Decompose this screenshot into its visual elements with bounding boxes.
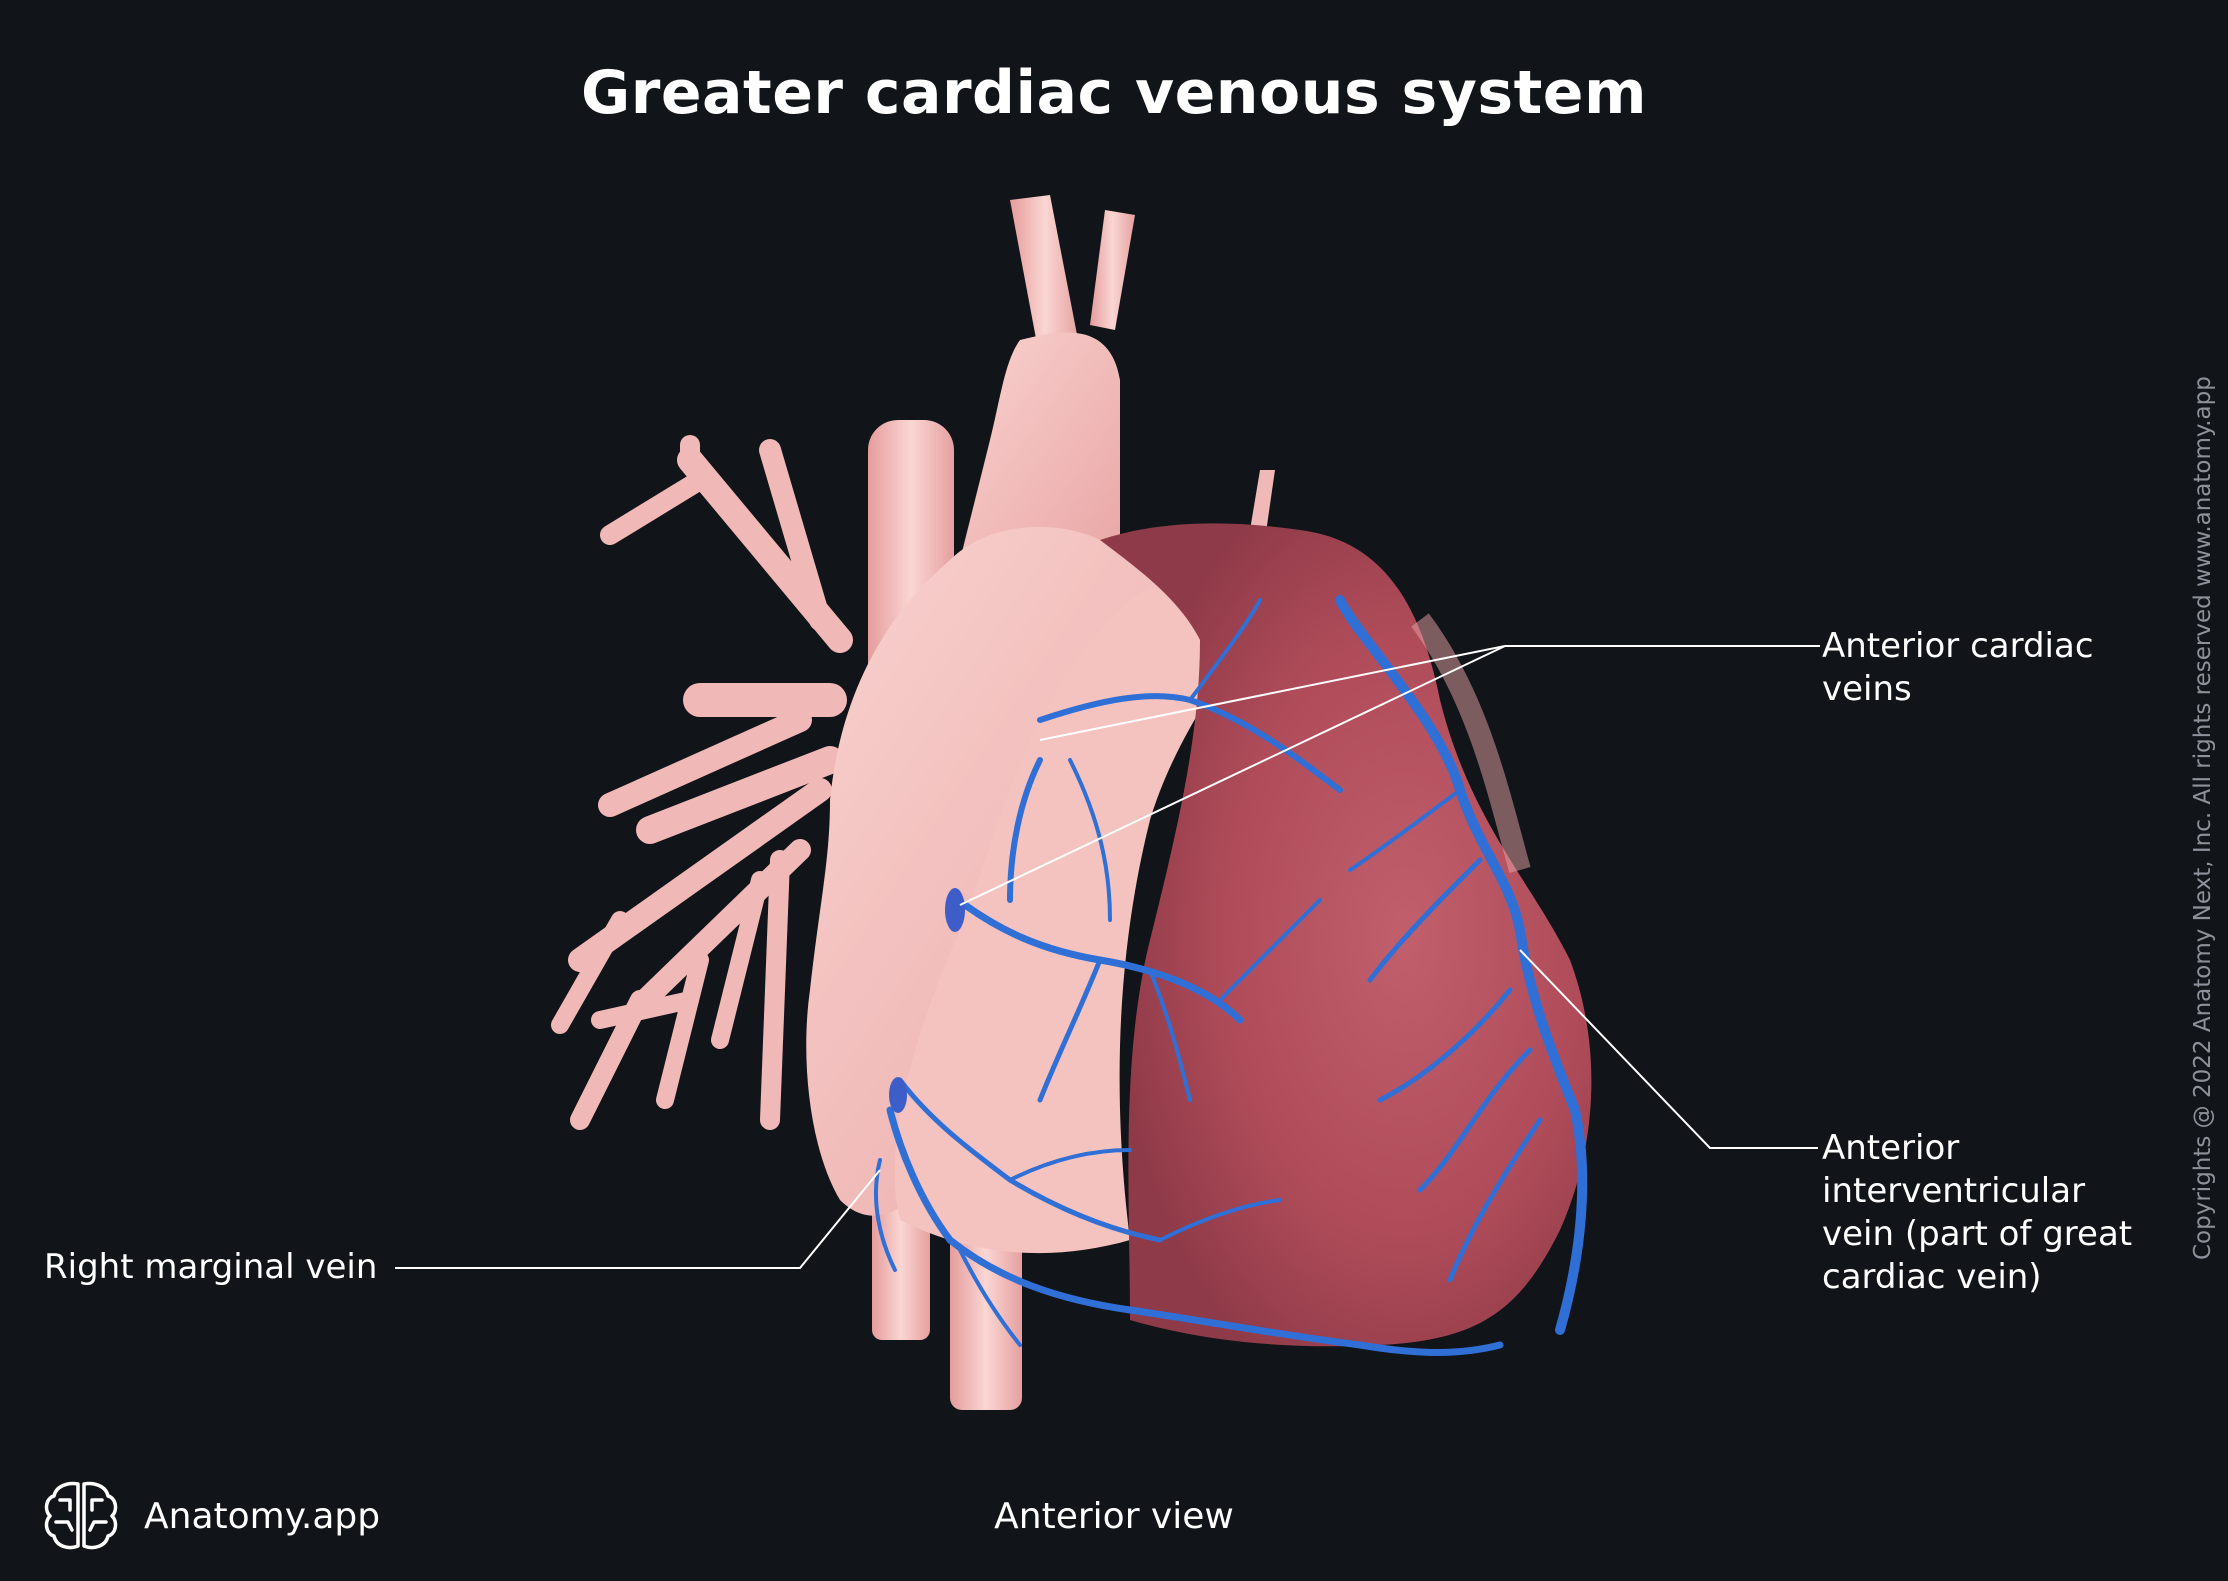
- brain-logo-icon: [44, 1481, 118, 1550]
- label-line: Anterior: [1822, 1128, 1960, 1168]
- label-line: cardiac vein): [1822, 1257, 2042, 1297]
- label-line: interventricular: [1822, 1171, 2086, 1211]
- leader-lines: [395, 645, 1820, 1269]
- vein-opening-lower: [889, 1077, 907, 1113]
- label-line: vein (part of great: [1822, 1214, 2133, 1254]
- inferior-vessel: [872, 1190, 930, 1340]
- label-line: Right marginal vein: [44, 1247, 378, 1287]
- page-title: Greater cardiac venous system: [581, 58, 1647, 128]
- right-ventricle: [894, 560, 1300, 1254]
- brand-name: Anatomy.app: [144, 1496, 381, 1537]
- view-label: Anterior view: [994, 1496, 1234, 1537]
- leader-anterior-cardiac-lower: [959, 645, 1506, 906]
- label-right-marginal-vein: Right marginal vein: [44, 1246, 377, 1289]
- leader-right-marginal: [395, 1169, 881, 1269]
- label-line: Anterior cardiac: [1822, 626, 2094, 666]
- leader-anterior-interventricular: [1519, 949, 1818, 1149]
- label-anterior-interventricular-vein: Anterior interventricular vein (part of …: [1822, 1127, 2132, 1299]
- left-ventricle: [1100, 523, 1592, 1347]
- label-line: veins: [1822, 669, 1912, 709]
- cardiac-veins: [873, 595, 1588, 1356]
- copyright-notice: Copyrights @ 2022 Anatomy Next, Inc. All…: [2190, 376, 2216, 1260]
- vein-opening-upper: [945, 888, 965, 932]
- pulmonary-vessels: [551, 435, 853, 1130]
- aortic-arch-branches: [960, 195, 1275, 560]
- label-anterior-cardiac-veins: Anterior cardiac veins: [1822, 625, 2094, 711]
